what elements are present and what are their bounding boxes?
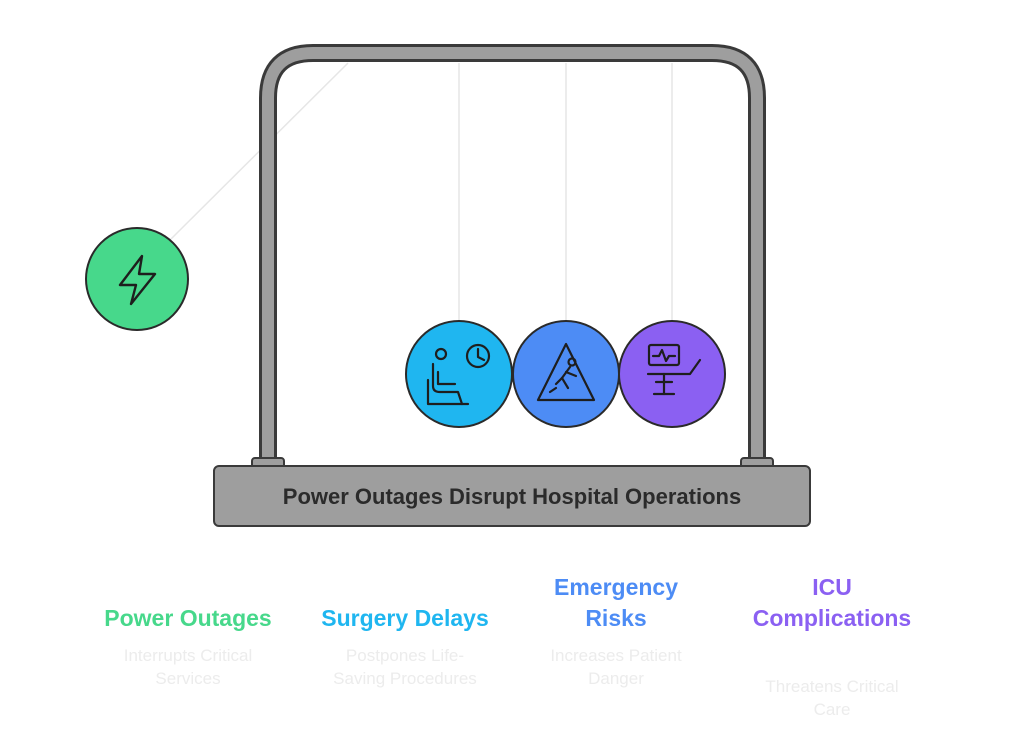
cradle-base	[213, 465, 811, 527]
ball-icu-complications	[618, 320, 726, 428]
column-title: ICU Complications	[752, 574, 912, 631]
warning-slip-icon	[536, 342, 596, 402]
ball-emergency-risks	[512, 320, 620, 428]
column-description: Increases Patient Danger	[550, 646, 682, 688]
column-title: Power Outages	[104, 605, 272, 631]
column-emergency-risks: Emergency Risks Increases Patient Danger	[516, 572, 716, 690]
column-title: Emergency Risks	[553, 574, 678, 631]
column-description: Interrupts Critical Services	[123, 646, 253, 688]
column-title: Surgery Delays	[321, 605, 489, 631]
column-surgery-delays: Surgery Delays Postpones Life- Saving Pr…	[305, 603, 505, 690]
column-description: Threatens Critical Care	[765, 677, 899, 719]
lightning-bolt-icon	[118, 254, 157, 306]
ball-surgery-delays	[405, 320, 513, 428]
waiting-room-clock-icon	[426, 343, 491, 406]
column-power-outages: Power Outages Interrupts Critical Servic…	[88, 603, 288, 690]
column-description: Postpones Life- Saving Procedures	[333, 646, 477, 688]
column-icu-complications: ICU Complications Threatens Critical Car…	[722, 572, 942, 721]
base-label: Power Outages Disrupt Hospital Operation…	[283, 484, 741, 509]
ball-power-outages	[85, 227, 189, 331]
monitor-surgical-bed-icon	[646, 343, 702, 396]
